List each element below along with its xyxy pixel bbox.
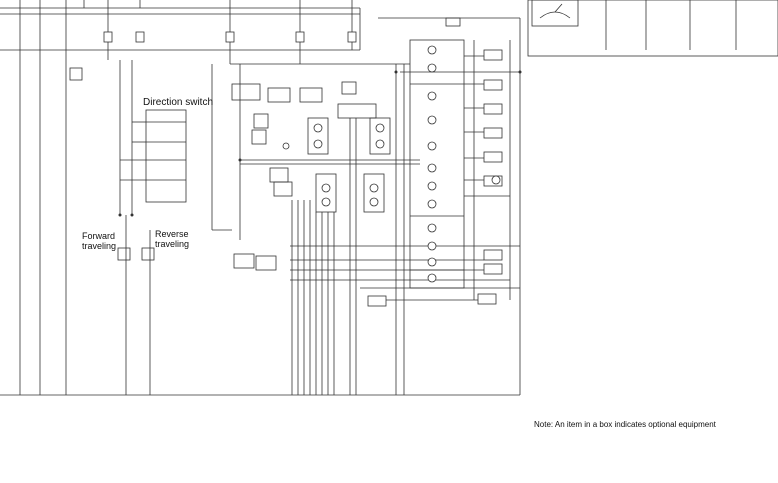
forward-traveling-label-line2: traveling (82, 241, 117, 251)
optional-equipment-note: Note: An item in a box indicates optiona… (534, 420, 716, 429)
forward-traveling-label-line1: Forward (82, 231, 116, 241)
reverse-traveling-label-line2: traveling (155, 239, 190, 249)
reverse-traveling-label-line1: Reverse (155, 229, 189, 239)
direction-switch-label: Direction switch (143, 97, 214, 108)
